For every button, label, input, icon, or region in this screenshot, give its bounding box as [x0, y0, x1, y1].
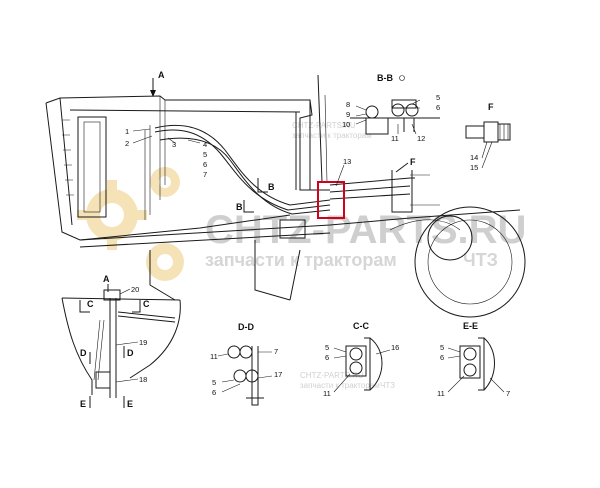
view-ee: E-E 5 6 11 7 — [437, 321, 510, 398]
watermark-small-brand: CHTZ-PARTS.RU — [292, 121, 356, 130]
view-ee-title: E-E — [463, 321, 478, 331]
watermark-small-logo: ЧТЗ — [380, 381, 395, 390]
ee-callout-11: 11 — [437, 389, 445, 398]
callout-4: 4 — [203, 140, 207, 149]
dd-callout-6: 6 — [212, 388, 216, 397]
watermark-tagline: запчасти к тракторам — [205, 250, 397, 270]
view-cc-title: C-C — [353, 321, 369, 331]
a-callout-20: 20 — [131, 285, 139, 294]
callout-13: 13 — [343, 157, 351, 166]
view-b-arrow-label: B — [268, 182, 275, 192]
view-a-title: A — [103, 274, 110, 284]
cc-callout-5: 5 — [325, 343, 329, 352]
view-bb-title: B-B — [377, 73, 393, 83]
cut-d-label-2: D — [127, 348, 134, 358]
ee-callout-6: 6 — [440, 353, 444, 362]
view-f-arrow-label: F — [410, 157, 416, 167]
watermark-small-tagline: запчасти к тракторам — [292, 131, 372, 140]
cut-c-label-1: C — [87, 299, 94, 309]
view-cc: C-C 5 6 16 11 — [323, 321, 399, 398]
highlight-box — [317, 181, 345, 219]
ee-callout-5: 5 — [440, 343, 444, 352]
view-dd-title: D-D — [238, 322, 254, 332]
ee-callout-7: 7 — [506, 389, 510, 398]
dd-callout-11: 11 — [210, 352, 218, 361]
view-dd: D-D 11 7 5 6 17 — [210, 322, 282, 406]
callout-6: 6 — [203, 160, 207, 169]
a-callout-19: 19 — [139, 338, 147, 347]
callout-7: 7 — [203, 170, 207, 179]
cut-c-label-2: C — [143, 299, 150, 309]
callout-2: 2 — [125, 139, 129, 148]
bb-callout-10: 10 — [342, 120, 350, 129]
callout-1: 1 — [125, 127, 129, 136]
main-assembly-view: A B B F 1 2 3 4 5 6 7 13 — [45, 70, 526, 318]
f-callout-14: 14 — [470, 153, 478, 162]
watermark-brand: CHTZ-PARTS.RU — [205, 208, 526, 252]
dd-callout-17: 17 — [274, 370, 282, 379]
cc-callout-16: 16 — [391, 343, 399, 352]
bb-callout-11: 11 — [391, 134, 399, 143]
bb-callout-5: 5 — [436, 93, 440, 102]
bb-callout-8: 8 — [346, 100, 350, 109]
view-a-arrow-label: A — [158, 70, 165, 80]
cut-e-label-2: E — [127, 399, 133, 409]
bb-callout-12: 12 — [417, 134, 425, 143]
cut-e-label-1: E — [80, 399, 86, 409]
view-bb: B-B 8 9 10 11 12 5 6 — [342, 73, 440, 143]
bb-callout-6: 6 — [436, 103, 440, 112]
f-callout-15: 15 — [470, 163, 478, 172]
dd-callout-5: 5 — [212, 378, 216, 387]
bb-callout-9: 9 — [346, 110, 350, 119]
view-a: A C C D D E E 20 19 18 — [61, 274, 181, 409]
cut-d-label-1: D — [80, 348, 87, 358]
view-f-title: F — [488, 102, 494, 112]
cc-callout-6: 6 — [325, 353, 329, 362]
watermark-small-brand-2: CHTZ-PARTS.RU — [300, 371, 364, 380]
view-f: F 14 15 — [465, 102, 511, 172]
callout-5: 5 — [203, 150, 207, 159]
gear-icon — [77, 167, 184, 281]
cc-callout-11: 11 — [323, 389, 331, 398]
dd-callout-7: 7 — [274, 347, 278, 356]
a-callout-18: 18 — [139, 375, 147, 384]
view-b-arrow-label-2: B — [236, 202, 243, 212]
watermark-logo: ЧТЗ — [463, 250, 498, 270]
watermark: CHTZ-PARTS.RU запчасти к тракторам ЧТЗ C… — [77, 121, 526, 390]
callout-3: 3 — [172, 140, 176, 149]
